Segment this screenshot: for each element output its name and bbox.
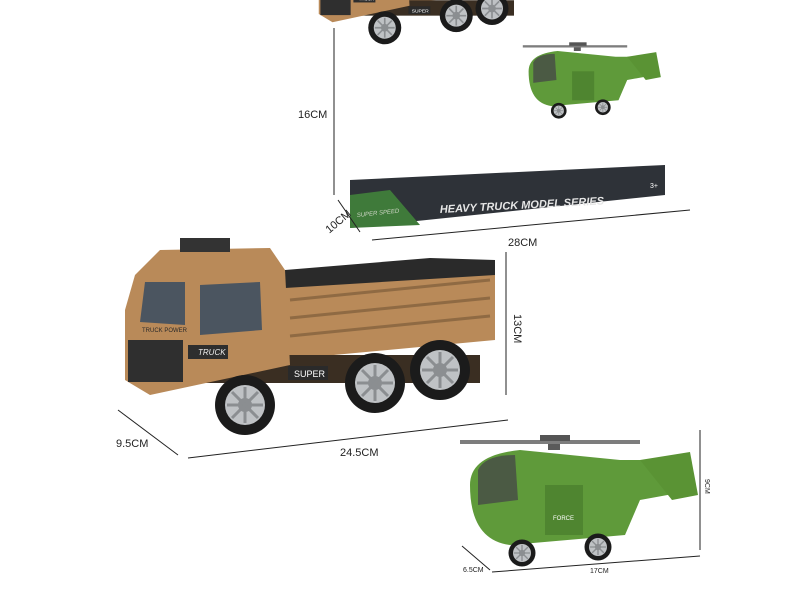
package-height-dimension: 16CM <box>298 28 335 195</box>
helicopter-length-dimension: 17CM <box>491 555 701 575</box>
packaged-truck-set: HEAVY TRUCK MODEL SERIES SUPER SPEED 3+ <box>319 0 665 228</box>
package-height-label: 16CM <box>298 109 327 121</box>
truck-length-dimension: 24.5CM <box>187 419 509 459</box>
military-truck: TRUCK POWER <box>125 238 495 435</box>
helicopter-badge: FORCE <box>553 516 574 522</box>
truck-depth-dimension: 9.5CM <box>116 409 179 456</box>
helicopter-length-label: 17CM <box>590 568 609 575</box>
helicopter-depth-label: 6.5CM <box>463 567 484 574</box>
truck-plate-text: TRUCK POWER <box>142 328 188 334</box>
package-width-label: 28CM <box>508 237 537 249</box>
truck-length-label: 24.5CM <box>340 447 379 459</box>
truck-height-label: 13CM <box>511 314 523 343</box>
helicopter-height-dimension: 9CM <box>699 430 710 550</box>
package-base-corner-mark: 3+ <box>650 183 658 190</box>
helicopter-height-label: 9CM <box>703 479 710 494</box>
military-helicopter: FORCE <box>460 435 698 567</box>
package-depth-label: 10CM <box>323 208 353 236</box>
package-width-dimension: 28CM <box>371 209 691 249</box>
package-base-side-text: SUPER SPEED <box>357 208 401 218</box>
truck-height-dimension: 13CM <box>505 252 523 395</box>
truck-depth-label: 9.5CM <box>116 438 148 450</box>
helicopter-depth-dimension: 6.5CM <box>461 545 491 574</box>
